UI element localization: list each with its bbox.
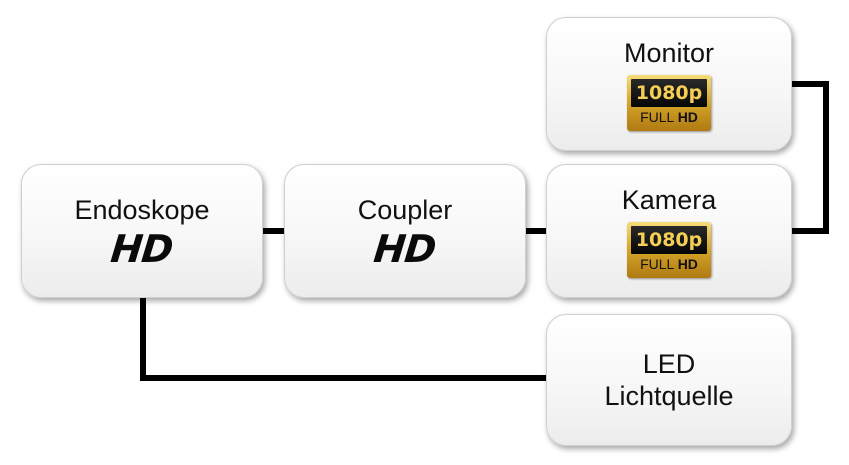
node-endoskope-label: Endoskope: [74, 194, 210, 225]
badge-resolution: 1080p: [631, 226, 707, 255]
node-kamera: Kamera 1080p FULL HD: [546, 164, 792, 298]
full-hd-1080p-badge-icon: 1080p FULL HD: [627, 222, 711, 279]
node-coupler-label: Coupler: [357, 194, 453, 225]
node-led-lichtquelle: LED Lichtquelle: [546, 314, 792, 446]
badge-resolution: 1080p: [631, 79, 707, 108]
node-led-line2: Lichtquelle: [604, 381, 734, 411]
node-led-line1: LED: [642, 348, 696, 379]
node-coupler: Coupler HD: [284, 164, 526, 298]
connector-endoskope-led: [140, 296, 547, 381]
full-hd-1080p-badge-icon: 1080p FULL HD: [627, 75, 711, 132]
badge-hd-text: HD: [677, 256, 698, 273]
connector-kamera-monitor: [790, 81, 829, 234]
badge-full-hd: FULL HD: [631, 108, 707, 126]
hd-logo-icon: HD: [372, 227, 438, 272]
node-monitor-label: Monitor: [623, 37, 715, 68]
node-monitor: Monitor 1080p FULL HD: [546, 17, 792, 151]
node-kamera-label: Kamera: [621, 184, 717, 215]
badge-full-text: FULL: [640, 256, 674, 273]
badge-full-text: FULL: [640, 109, 674, 126]
badge-hd-text: HD: [677, 109, 698, 126]
badge-full-hd: FULL HD: [631, 255, 707, 273]
hd-logo-icon: HD: [109, 227, 175, 272]
node-endoskope: Endoskope HD: [21, 164, 263, 298]
